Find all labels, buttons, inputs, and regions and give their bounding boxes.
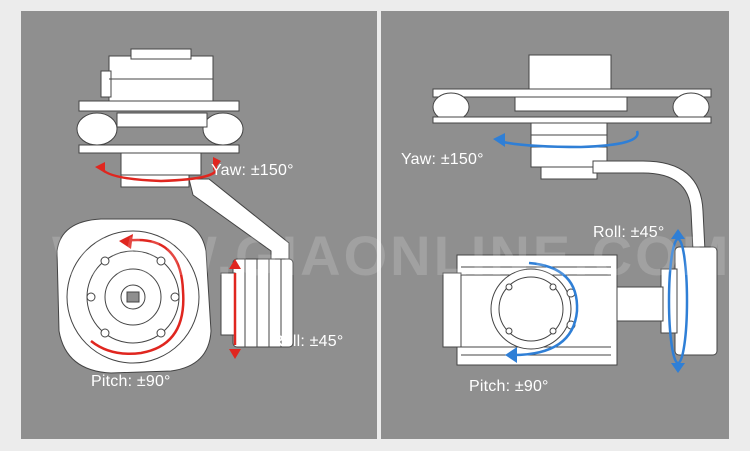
right-roll-label: Roll: ±45° [593, 224, 665, 241]
right-top-mount [528, 54, 612, 96]
left-yaw-arrowhead [95, 162, 105, 173]
right-pitch-arrowhead [505, 347, 517, 363]
left-yaw-label: Yaw: ±150° [211, 162, 294, 179]
left-pitch-arrow [90, 238, 185, 355]
left-roll-label: Roll: ±45° [272, 333, 344, 350]
left-yaw-motor [120, 152, 202, 176]
right-pitch-label: Pitch: ±90° [469, 378, 549, 395]
left-damper-plate [78, 100, 240, 112]
right-gimbal-panel: Yaw: ±150° Roll: ±45° Pitch: ±90° [381, 11, 729, 439]
right-gimbal-drawing [432, 54, 718, 373]
left-gimbal-drawing [56, 48, 294, 374]
right-pitch-arrow [512, 261, 579, 357]
watermark: WWW.GIAONLINE.COM [52, 224, 732, 287]
left-yaw-arrow [99, 166, 218, 183]
right-yaw-arrowhead [493, 133, 505, 147]
left-gimbal-panel: Yaw: ±150° Roll: ±45° Pitch: ±90° [21, 11, 377, 439]
left-damper-ball [202, 112, 244, 146]
right-damper-plate [432, 88, 712, 98]
left-pitch-arrowhead [119, 234, 133, 249]
left-damper-ball [76, 112, 118, 146]
right-yaw-label: Yaw: ±150° [401, 151, 484, 168]
right-yaw-arrow [498, 130, 639, 149]
left-pitch-label: Pitch: ±90° [91, 373, 171, 390]
